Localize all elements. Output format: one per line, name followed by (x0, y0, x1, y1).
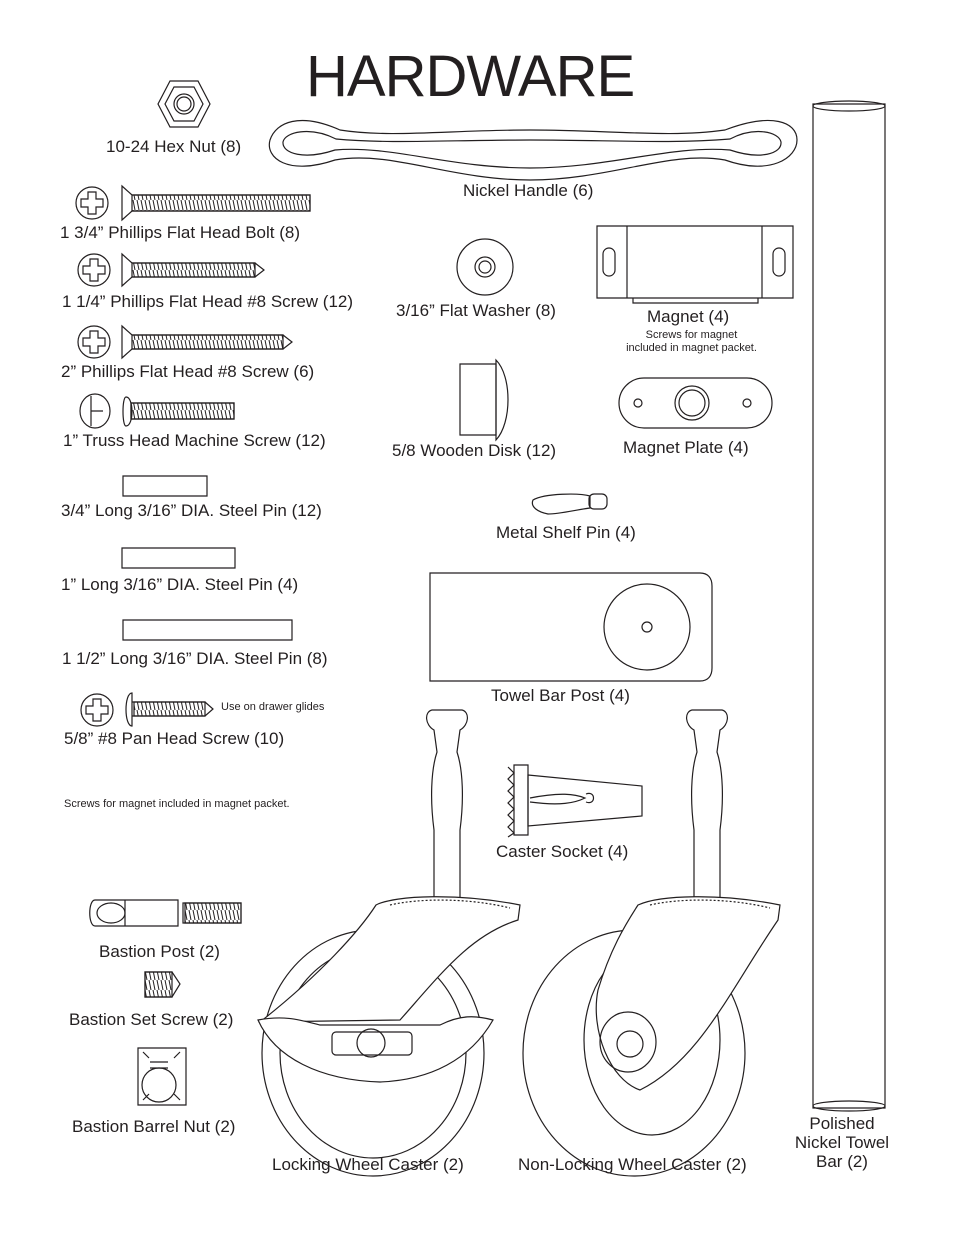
hex-nut-label: 10-24 Hex Nut (8) (106, 137, 242, 156)
flat-washer-icon (457, 239, 513, 295)
phillips-screw-icon (78, 254, 264, 286)
pin-3-4-label: 3/4” Long 3/16” DIA. Steel Pin (12) (61, 501, 322, 520)
flat-washer-label: 3/16” Flat Washer (8) (396, 301, 556, 320)
towel-bar-label-line1: Polished (809, 1114, 875, 1133)
pan-head-screw-icon (81, 693, 213, 726)
locking-caster-icon (258, 710, 520, 1176)
hex-nut-icon (158, 81, 210, 127)
pan-head-screw-label: 5/8” #8 Pan Head Screw (10) (64, 729, 285, 748)
nickel-handle-label: Nickel Handle (6) (463, 181, 594, 200)
wooden-disk-label: 5/8 Wooden Disk (12) (392, 441, 557, 460)
bastion-post-label: Bastion Post (2) (99, 942, 220, 961)
non-locking-caster-icon (523, 710, 780, 1176)
towel-bar-label: Polished Nickel Towel Bar (2) (785, 1114, 899, 1171)
bastion-set-screw-label: Bastion Set Screw (2) (69, 1010, 234, 1029)
wooden-disk-icon (460, 360, 508, 440)
bastion-post-icon (90, 900, 241, 926)
magnet-icon (597, 226, 793, 303)
magnet-plate-icon (619, 378, 772, 428)
magnet-footnote: Screws for magnet included in magnet pac… (64, 798, 290, 810)
truss-screw-icon (80, 394, 234, 428)
towel-bar-post-label: Towel Bar Post (4) (491, 686, 630, 705)
towel-bar-post-icon (430, 573, 712, 681)
non-locking-caster-label: Non-Locking Wheel Caster (2) (518, 1155, 747, 1174)
phillips-bolt-icon (76, 186, 310, 220)
page-title: HARDWARE (306, 44, 635, 109)
barrel-nut-icon (138, 1048, 186, 1105)
magnet-label: Magnet (4) (647, 307, 730, 326)
truss-screw-label: 1” Truss Head Machine Screw (12) (63, 431, 326, 450)
nickel-handle-icon (269, 121, 797, 180)
magnet-screws-note: Screws for magnet included in magnet pac… (600, 329, 783, 354)
magnet-screws-note-line1: Screws for magnet (645, 329, 738, 341)
screw-2-label: 2” Phillips Flat Head #8 Screw (6) (61, 362, 315, 381)
shelf-pin-icon (532, 494, 607, 514)
bastion-barrel-nut-label: Bastion Barrel Nut (2) (72, 1117, 236, 1136)
set-screw-icon (145, 972, 180, 997)
drawer-glides-note: Use on drawer glides (221, 701, 325, 713)
screw-1-25-label: 1 1/4” Phillips Flat Head #8 Screw (12) (62, 292, 354, 311)
towel-bar-label-line2: Nickel Towel (794, 1133, 890, 1152)
pin-1-5-label: 1 1/2” Long 3/16” DIA. Steel Pin (8) (62, 649, 328, 668)
caster-socket-label: Caster Socket (4) (496, 842, 629, 861)
locking-caster-label: Locking Wheel Caster (2) (272, 1155, 464, 1174)
steel-pin-icon (122, 548, 235, 568)
magnet-screws-note-line2: included in magnet packet. (626, 341, 757, 354)
magnet-plate-label: Magnet Plate (4) (623, 438, 749, 457)
towel-bar-icon (813, 101, 885, 1111)
phillips-screw-icon (78, 326, 292, 358)
caster-socket-icon (508, 765, 642, 837)
steel-pin-icon (123, 476, 207, 496)
flat-head-bolt-label: 1 3/4” Phillips Flat Head Bolt (8) (60, 223, 300, 242)
pin-1-label: 1” Long 3/16” DIA. Steel Pin (4) (61, 575, 299, 594)
towel-bar-label-line3: Bar (2) (816, 1152, 868, 1171)
metal-shelf-pin-label: Metal Shelf Pin (4) (496, 523, 636, 542)
steel-pin-icon (123, 620, 292, 640)
